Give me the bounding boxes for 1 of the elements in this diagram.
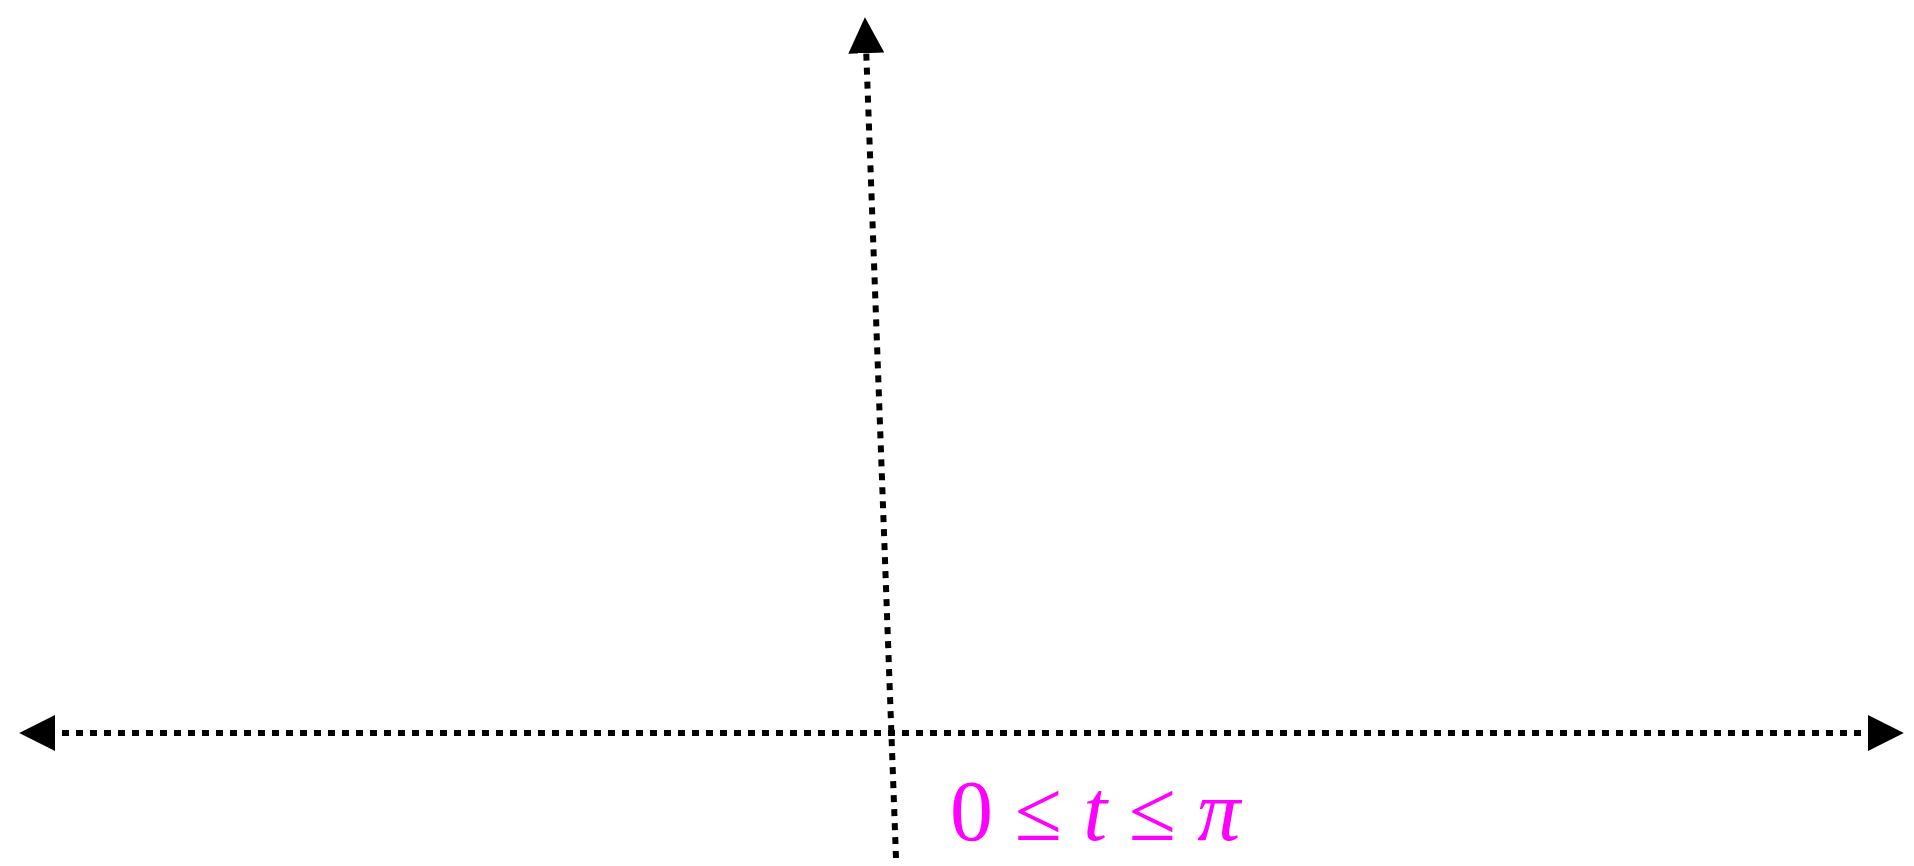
- range-label: 0 ≤ t ≤ π: [950, 768, 1241, 854]
